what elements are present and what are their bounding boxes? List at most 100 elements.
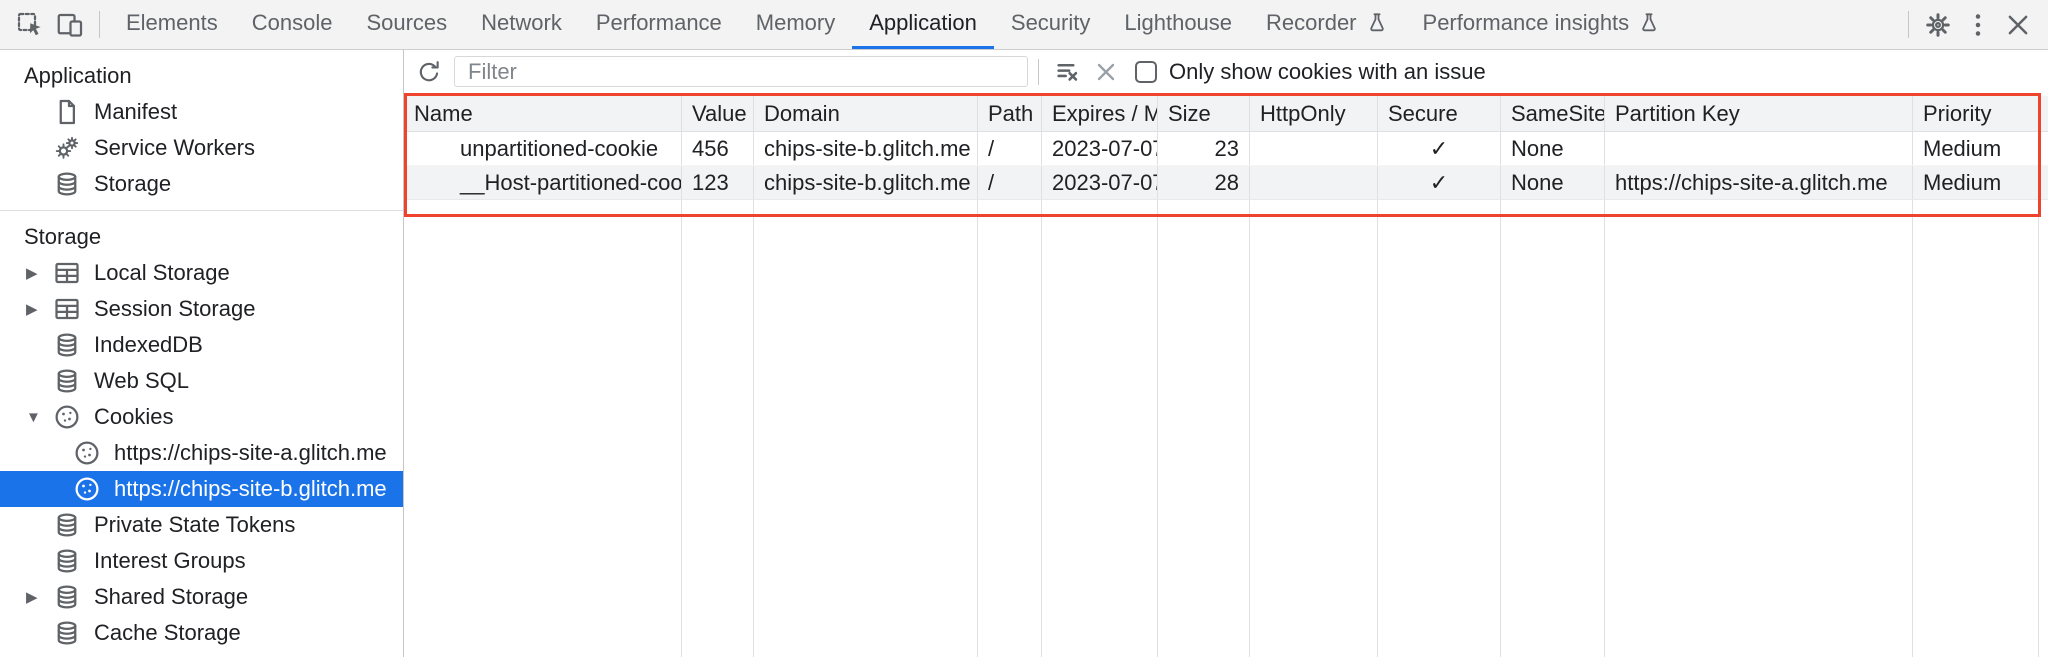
cookie-row[interactable]: __Host-partitioned-cookie123chips-site-b… [404,166,2048,200]
tab-network[interactable]: Network [464,0,579,49]
experiment-flask-icon [1365,11,1389,35]
sidebar-item-label: Cache Storage [94,620,241,645]
cell-path: / [978,166,1042,199]
column-header-samesite[interactable]: SameSite [1501,96,1605,131]
devtools-toolbar: Elements Console Sources Network Performance… [0,0,2048,50]
tab-label: Network [481,10,562,35]
toolbar-divider [99,11,100,38]
panel-tabs: Elements Console Sources Network Performance… [109,0,1678,49]
sidebar-item-shared-storage[interactable]: ▶Shared Storage [0,579,403,615]
sidebar-item-local-storage[interactable]: ▶Local Storage [0,255,403,291]
empty-grid-column [682,200,754,657]
tab-memory[interactable]: Memory [739,0,852,49]
database-icon [52,366,82,396]
sidebar-item-storage[interactable]: Storage [0,166,403,202]
sidebar-item-label: IndexedDB [94,332,203,357]
cell-partition-key [1605,132,1913,165]
sidebar-item-https-chips-site-a-glitch-me[interactable]: https://chips-site-a.glitch.me [0,435,403,471]
sidebar-item-cookies[interactable]: ▼Cookies [0,399,403,435]
sidebar-item-label: https://chips-site-b.glitch.me [114,476,387,501]
table-icon [52,294,82,324]
cookies-toolbar: Only show cookies with an issue [404,50,2048,93]
database-icon [52,546,82,576]
column-header-priority[interactable]: Priority [1913,96,2039,131]
chevron-collapsed-icon[interactable]: ▶ [26,589,38,606]
cookie-icon [72,438,102,468]
sidebar-item-service-workers[interactable]: Service Workers [0,130,403,166]
column-header-size[interactable]: Size [1158,96,1250,131]
sidebar-item-private-state-tokens[interactable]: Private State Tokens [0,507,403,543]
cell-domain: chips-site-b.glitch.me [754,132,978,165]
issue-filter-checkbox[interactable] [1135,60,1157,83]
tab-label: Application [869,10,977,35]
refresh-button[interactable] [410,53,448,91]
sidebar-item-indexeddb[interactable]: IndexedDB [0,327,403,363]
cell-value: 123 [682,166,754,199]
inspect-element-button[interactable] [10,0,50,49]
tab-application[interactable]: Application [852,0,994,49]
cell-httponly [1250,166,1378,199]
column-header-httponly[interactable]: HttpOnly [1250,96,1378,131]
sidebar-item-web-sql[interactable]: Web SQL [0,363,403,399]
sidebar-item-label: Web SQL [94,368,189,393]
cell-samesite: None [1501,132,1605,165]
sidebar-item-label: https://chips-site-a.glitch.me [114,440,387,465]
column-header-secure[interactable]: Secure [1378,96,1501,131]
database-icon [52,330,82,360]
close-devtools-button[interactable] [1998,0,2038,49]
column-header-name[interactable]: Name [404,96,682,131]
settings-gear-icon [1923,10,1953,40]
cell-name: __Host-partitioned-cookie [404,166,682,199]
settings-button[interactable] [1918,0,1958,49]
chevron-collapsed-icon[interactable]: ▶ [26,301,38,318]
sidebar-item-manifest[interactable]: Manifest [0,94,403,130]
column-header-partition-key[interactable]: Partition Key [1605,96,1913,131]
sidebar-item-label: Interest Groups [94,548,246,573]
sidebar-item-interest-groups[interactable]: Interest Groups [0,543,403,579]
sidebar-item-session-storage[interactable]: ▶Session Storage [0,291,403,327]
toggle-device-toolbar-button[interactable] [50,0,90,49]
sidebar-item-cache-storage[interactable]: Cache Storage [0,615,403,651]
sidebar-item-label: Storage [94,171,172,196]
tab-lighthouse[interactable]: Lighthouse [1107,0,1249,49]
file-icon [52,97,82,127]
cell-samesite: None [1501,166,1605,199]
tab-console[interactable]: Console [235,0,350,49]
tab-security[interactable]: Security [994,0,1107,49]
experiment-flask-icon [1637,11,1661,35]
column-header-expires-m[interactable]: Expires / M... [1042,96,1158,131]
tab-elements[interactable]: Elements [109,0,235,49]
database-icon [52,618,82,648]
tab-performance-insights[interactable]: Performance insights [1406,0,1679,49]
service-workers-icon [52,133,82,163]
cell-name: unpartitioned-cookie [404,132,682,165]
cookies-table-empty-grid [404,200,2048,657]
sidebar-item-https-chips-site-b-glitch-me[interactable]: https://chips-site-b.glitch.me [0,471,403,507]
clear-all-cookies-button[interactable] [1049,53,1087,91]
issue-filter-label[interactable]: Only show cookies with an issue [1169,58,1486,84]
empty-grid-column [1913,200,2039,657]
tab-performance[interactable]: Performance [579,0,739,49]
cell-priority: Medium [1913,166,2039,199]
delete-selected-button[interactable] [1087,53,1125,91]
device-toolbar-icon [55,10,85,40]
cell-value: 456 [682,132,754,165]
chevron-collapsed-icon[interactable]: ▶ [26,265,38,282]
filter-input[interactable] [454,56,1028,87]
cell-domain: chips-site-b.glitch.me [754,166,978,199]
cell-secure: ✓ [1378,166,1501,199]
column-header-path[interactable]: Path [978,96,1042,131]
tab-sources[interactable]: Sources [349,0,464,49]
database-icon [52,169,82,199]
toolbar-divider [1908,11,1909,38]
tab-recorder[interactable]: Recorder [1249,0,1405,49]
column-header-value[interactable]: Value [682,96,754,131]
sidebar-item-label: Private State Tokens [94,512,296,537]
chevron-expanded-icon[interactable]: ▼ [26,408,41,426]
more-options-button[interactable] [1958,0,1998,49]
tab-label: Console [251,10,333,35]
column-header-domain[interactable]: Domain [754,96,978,131]
